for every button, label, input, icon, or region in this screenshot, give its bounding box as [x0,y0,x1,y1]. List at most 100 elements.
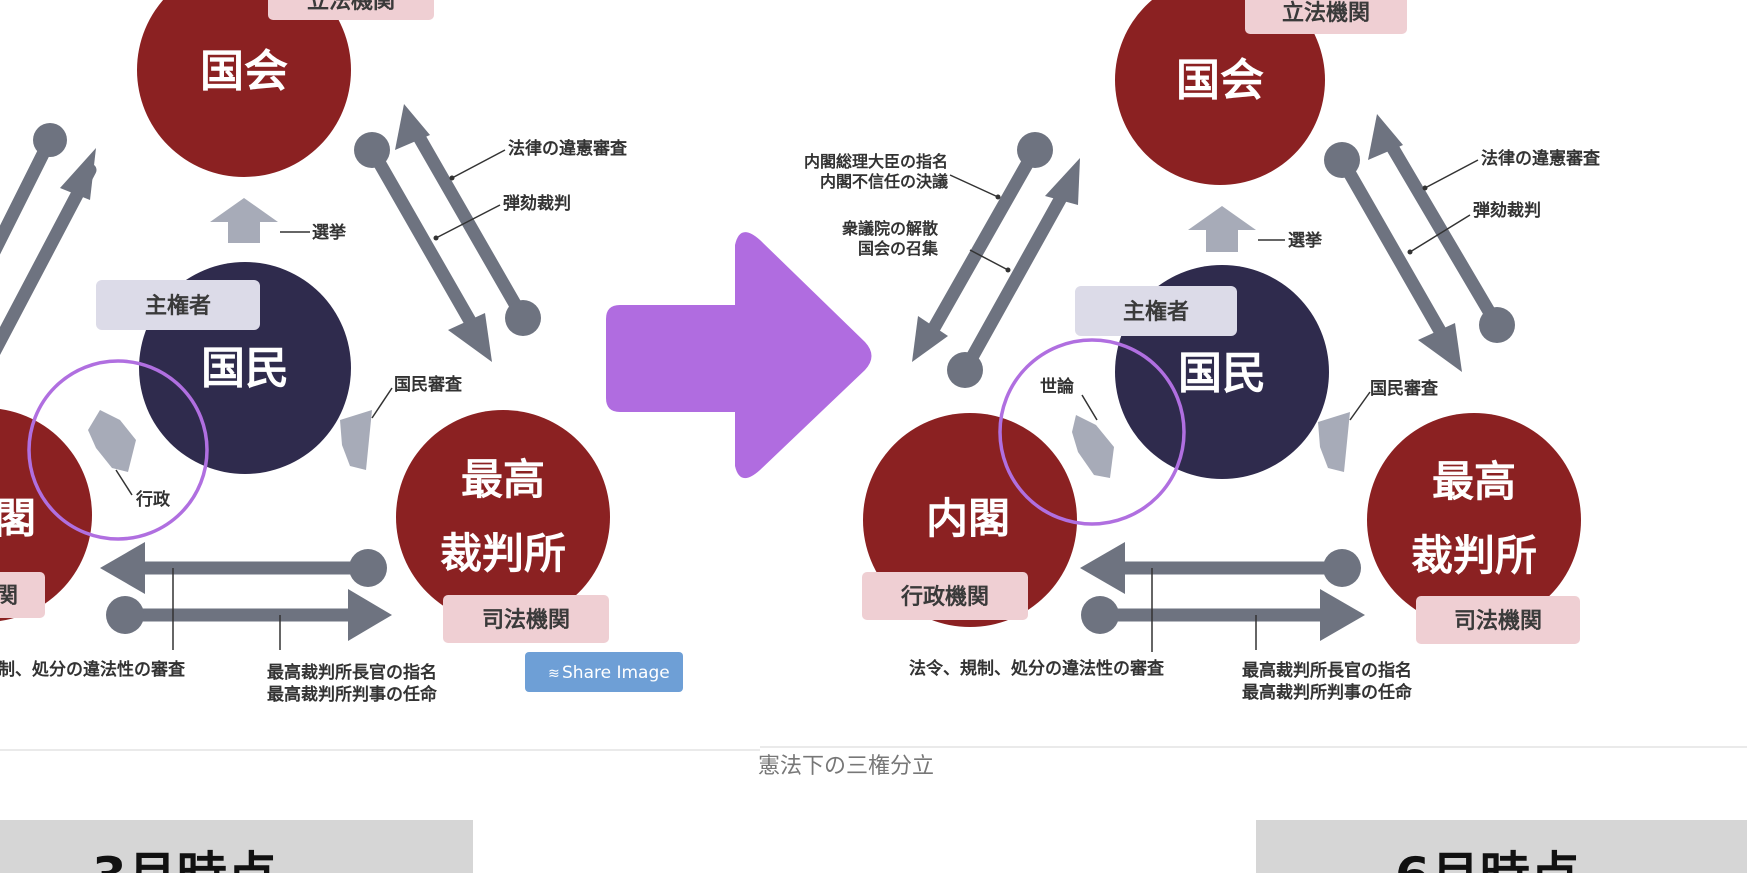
figure-caption: 憲法下の三権分立 [758,754,934,779]
label-dangai-r: 弾劾裁判 [1473,200,1541,221]
label-dangai: 弾劾裁判 [503,193,571,214]
label-shimei-sori-2: 内閣不信任の決議 [820,172,948,191]
share-image-button[interactable]: ≋ Share Image [525,652,683,692]
sovereign-badge [96,280,260,330]
arrowhead [100,542,145,594]
label-houritsu-iken-r: 法律の違憲審査 [1481,148,1601,169]
label-seron: 世論 [1040,376,1075,397]
arrow-end-dot [1081,596,1119,634]
layers-icon: ≋ [548,666,560,682]
diet-label-r: 国会 [1176,55,1264,106]
arrowhead [1045,158,1080,205]
court-circle-r [1367,413,1581,627]
label-meirei-r: 法令、規制、処分の違法性の審査 [909,658,1165,679]
arrow-end-dot [1479,307,1515,343]
arrowhead [1080,542,1125,594]
label-kokumin-shinsa-r: 国民審査 [1370,378,1439,399]
label-senkyo: 選挙 [312,222,347,243]
cabinet-label-r: 内閣 [926,494,1010,543]
arrow-end-dot [349,549,387,587]
arrowhead [448,313,492,362]
label-shimei-sori-1: 内閣総理大臣の指名 [804,152,948,171]
arrowhead [60,148,96,200]
label-shimei-r-2: 最高裁判所判事の任命 [1242,682,1413,703]
arrow-end-dot [1323,549,1361,587]
svg-text:司法機関: 司法機関 [482,608,570,633]
diet-circle-r [1115,0,1325,185]
right-cabinet-court-arrows [1093,561,1349,622]
review-arrow-r [1318,412,1350,472]
court-label-2: 裁判所 [440,529,566,578]
arrowhead [1418,323,1462,372]
label-kaisan-2: 国会の召集 [858,239,939,258]
judicial-badge [443,595,609,643]
left-cabinet-court-arrows [118,561,375,622]
diet-circle [137,0,351,177]
arrowhead [912,316,948,362]
arrowhead [1320,589,1365,641]
people-label-r: 国民 [1178,348,1266,399]
legislative-badge [268,0,434,20]
people-label: 国民 [201,343,289,394]
svg-text:立法機関: 立法機関 [307,0,395,14]
highlight-circle-right [998,338,1186,526]
arrow-end-dot [354,132,390,168]
public-opinion-arrow [1072,415,1114,478]
arrow-end-dot [33,123,67,157]
label-kaisan-1: 衆議院の解散 [842,219,939,238]
cabinet-label-partial: 閣 [0,494,36,543]
review-arrow [340,410,372,470]
footer-label-right: 6月時点 [1395,847,1580,873]
highlight-circle-left [27,359,209,541]
arrow-end-dot [1324,142,1360,178]
label-senkyo-r: 選挙 [1288,230,1323,251]
svg-text:立法機関: 立法機関 [1282,0,1370,26]
judicial-badge-r [1416,596,1580,644]
label-meirei: 制、処分の違法性の審査 [0,659,186,680]
court-circle [396,410,610,624]
footer-box-left [0,820,473,873]
svg-text:行政機関: 行政機関 [900,584,989,610]
court-label-r-1: 最高 [1432,457,1516,506]
executive-badge-r [862,572,1028,620]
election-arrow-r [1188,206,1256,252]
footer-box-right [1256,820,1747,873]
transition-arrow [606,232,872,479]
left-diet-court-arrows [365,123,530,342]
left-diagram: 法律の違憲審査 弾劾裁判 制、処分の違法性の審査 最高裁判所長官の指名 最高裁判… [0,0,683,705]
arrow-end-dot [1017,132,1053,168]
diet-label: 国会 [200,46,288,97]
svg-text:関: 関 [0,584,18,609]
arrowhead [1368,114,1403,160]
executive-arrow [88,410,136,472]
svg-text:主権者: 主権者 [145,293,211,319]
label-shimei-2: 最高裁判所判事の任命 [267,684,438,705]
court-label-1: 最高 [461,455,545,504]
footer-label-left: 3月時点 [92,847,277,873]
label-gyousei: 行政 [135,489,171,510]
label-kokumin-shinsa: 国民審査 [394,374,463,395]
sovereign-badge-r [1075,286,1237,336]
election-arrow [210,198,278,243]
label-shimei-r-1: 最高裁判所長官の指名 [1242,660,1412,681]
svg-text:司法機関: 司法機関 [1454,609,1542,634]
label-shimei-1: 最高裁判所長官の指名 [267,662,437,683]
cabinet-circle [0,409,92,621]
executive-badge [0,572,45,618]
arrow-end-dot [947,352,983,388]
arrowhead [395,104,430,150]
right-diet-cabinet-arrows [923,143,1079,377]
right-diet-court-arrows [1335,133,1504,352]
arrowhead [348,589,392,641]
arrow-end-dot [106,596,144,634]
right-diagram: 内閣総理大臣の指名 内閣不信任の決議 衆議院の解散 国会の召集 法律の違憲審査 … [804,0,1601,703]
svg-text:Share Image: Share Image [562,663,670,683]
arrow-end-dot [505,300,541,336]
left-diet-cabinet-arrows [0,133,97,355]
svg-text:主権者: 主権者 [1123,299,1189,325]
court-label-r-2: 裁判所 [1411,531,1537,580]
legislative-badge-r [1245,0,1407,34]
label-houritsu-iken: 法律の違憲審査 [508,138,628,159]
